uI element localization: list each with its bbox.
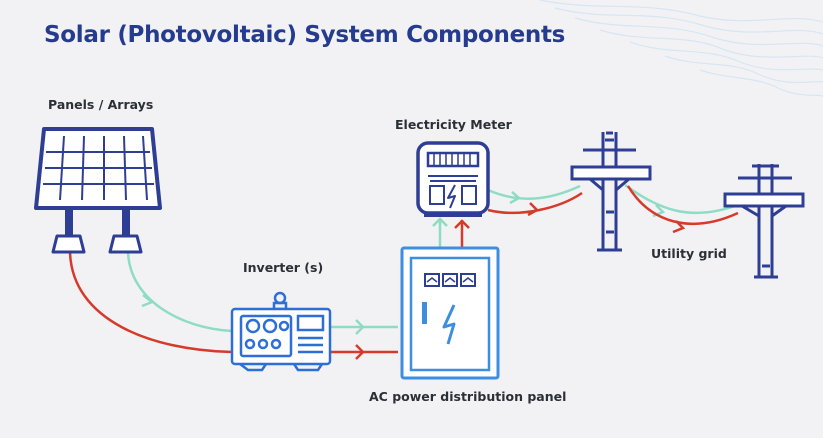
utility-pole-icon bbox=[570, 131, 652, 252]
inverter-icon bbox=[230, 291, 332, 372]
utility-pole-icon bbox=[723, 164, 805, 279]
ac-flow-lines bbox=[126, 183, 739, 335]
ac-panel-label: AC power distribution panel bbox=[369, 389, 567, 404]
electricity-meter-icon bbox=[416, 141, 490, 217]
page-title: Solar (Photovoltaic) System Components bbox=[44, 22, 566, 48]
utility-grid-label: Utility grid bbox=[651, 246, 727, 261]
solar-panel-icon bbox=[34, 127, 162, 254]
dc-flow-lines bbox=[68, 185, 739, 360]
panels-label: Panels / Arrays bbox=[48, 97, 154, 112]
distribution-panel-icon bbox=[400, 246, 500, 380]
inverter-label: Inverter (s) bbox=[243, 260, 324, 275]
decorative-waves bbox=[539, 0, 823, 97]
meter-label: Electricity Meter bbox=[395, 117, 512, 132]
